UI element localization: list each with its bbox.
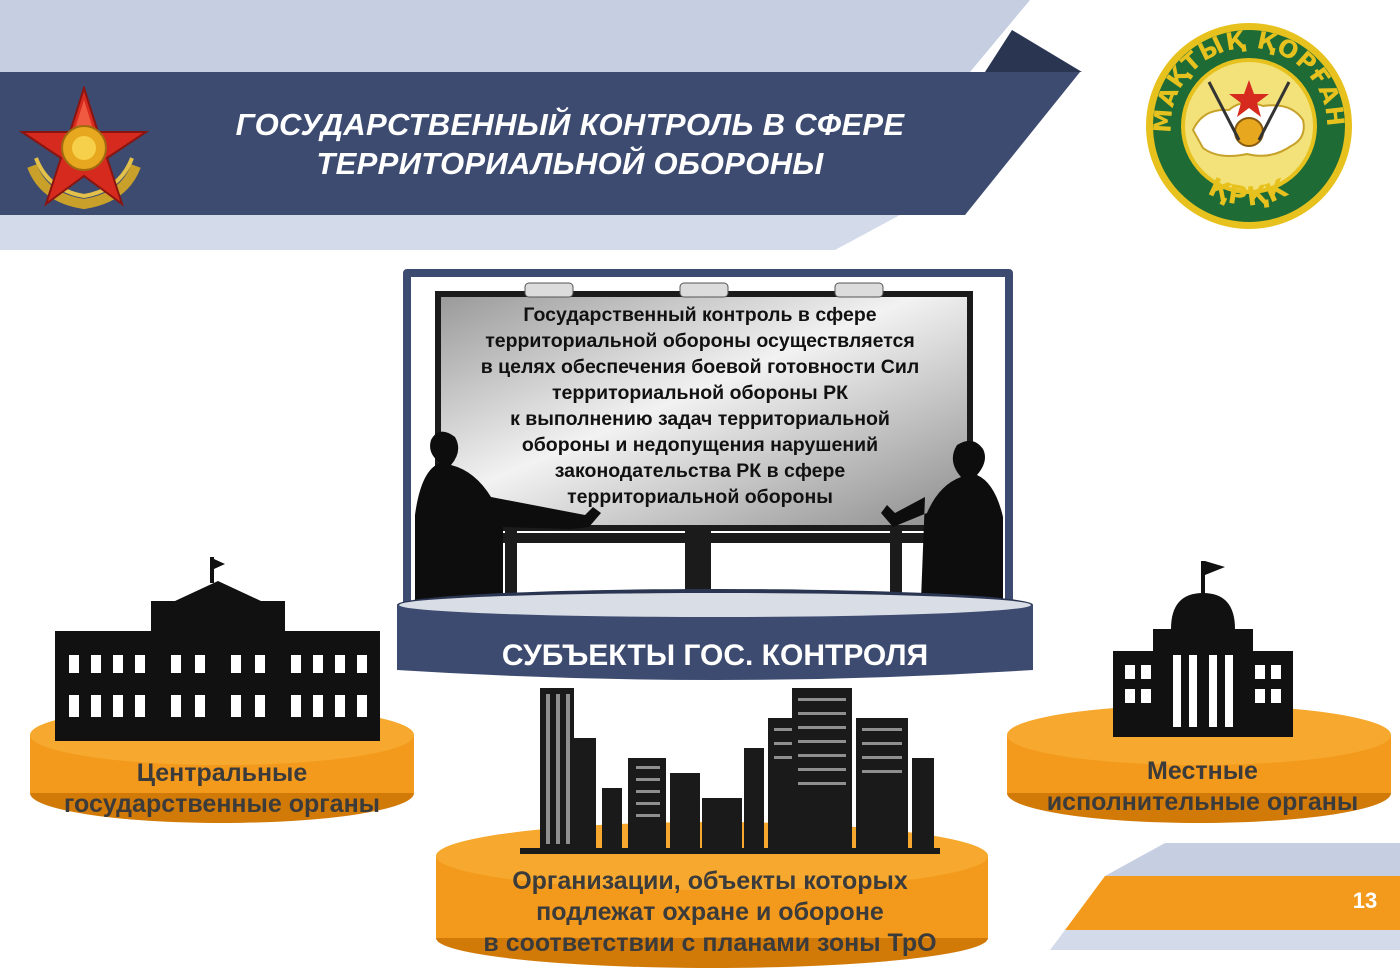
board-description: Государственный контроль в сфере террито… bbox=[450, 302, 950, 510]
star-emblem-icon bbox=[18, 86, 150, 210]
board-text-line: обороны и недопущения нарушений bbox=[521, 434, 879, 456]
footer-light-band bbox=[1105, 843, 1400, 876]
board-text-line: территориальной обороны осуществляется bbox=[485, 330, 915, 352]
subjects-heading: СУБЪЕКТЫ ГОС. КОНТРОЛЯ bbox=[501, 639, 929, 672]
footer-orange-band bbox=[1065, 876, 1400, 930]
page-number: 13 bbox=[1352, 888, 1378, 913]
organizations-label: Организации, объекты которых подлежат ох… bbox=[430, 866, 990, 959]
territorial-defense-emblem-icon: АУМАҚТЫҚ ҚОРҒАНЫС ҚРҚК bbox=[1143, 20, 1352, 229]
header-navy-band bbox=[0, 72, 1080, 215]
central-label-line-1: Центральные bbox=[136, 759, 308, 787]
board-text-line: территориальной обороны РК bbox=[551, 382, 849, 404]
local-label-line-1: Местные bbox=[1147, 757, 1258, 785]
page-title: ГОСУДАРСТВЕННЫЙ КОНТРОЛЬ В СФЕРЕ ТЕРРИТО… bbox=[190, 105, 950, 183]
header-corner-flap bbox=[985, 30, 1082, 72]
header-light-band-top bbox=[0, 0, 1030, 72]
board-text-line: к выполнению задач территориальной bbox=[510, 408, 890, 430]
organizations-label-line-3: в соответствии с планами зоны ТрО bbox=[483, 929, 937, 957]
board-text-line: территориальной обороны bbox=[567, 486, 833, 508]
local-executive-building-icon bbox=[1007, 561, 1391, 823]
local-label-line-2: исполнительные органы bbox=[1046, 788, 1359, 816]
organizations-label-line-2: подлежат охране и обороне bbox=[536, 898, 884, 926]
central-label-line-2: государственные органы bbox=[63, 790, 381, 818]
footer-light-band-2 bbox=[1050, 930, 1400, 950]
billboard-graphic bbox=[397, 269, 1033, 680]
board-text-line: в целях обеспечения боевой готовности Си… bbox=[480, 356, 920, 378]
city-skyline-icon bbox=[436, 688, 988, 968]
board-text-line: Государственный контроль в сфере bbox=[523, 304, 877, 326]
local-executive-label: Местные исполнительные органы bbox=[1005, 756, 1400, 818]
page-title-line-1: ГОСУДАРСТВЕННЫЙ КОНТРОЛЬ В СФЕРЕ bbox=[235, 107, 905, 142]
page-title-line-2: ТЕРРИТОРИАЛЬНОЙ ОБОРОНЫ bbox=[316, 146, 824, 181]
board-text-line: законодательства РК в сфере bbox=[554, 460, 846, 482]
organizations-label-line-1: Организации, объекты которых bbox=[512, 867, 908, 895]
central-government-label: Центральные государственные органы bbox=[22, 758, 422, 820]
header-light-band-bottom bbox=[0, 215, 900, 250]
central-government-building-icon bbox=[30, 557, 414, 823]
